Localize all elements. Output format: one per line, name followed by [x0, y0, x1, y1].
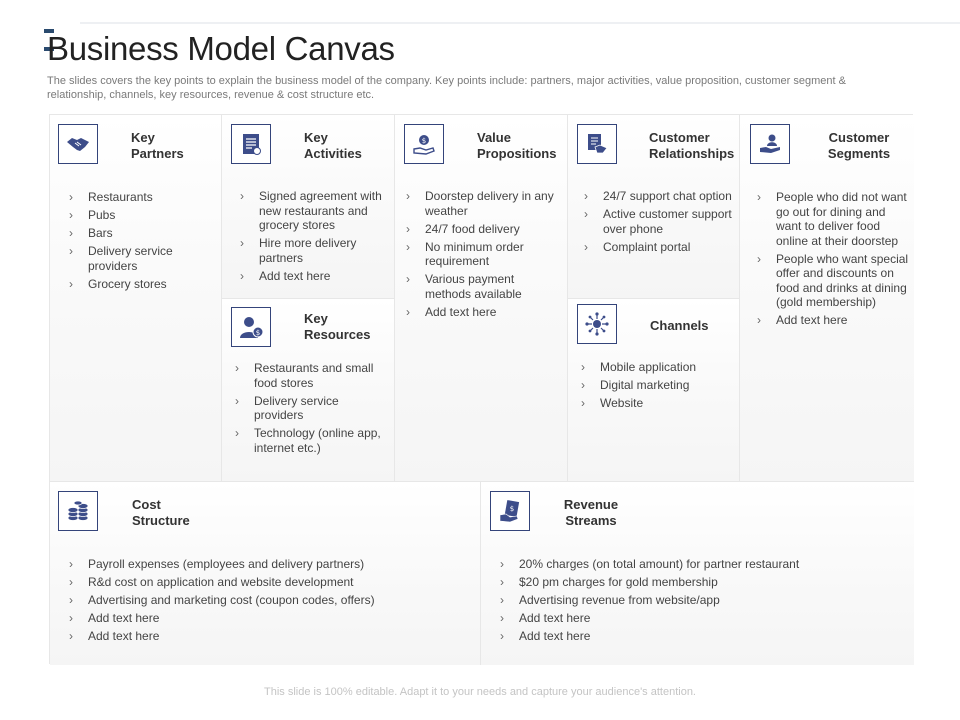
list-item: Add text here [406, 305, 560, 320]
list-item: Delivery service providers [235, 394, 387, 423]
list-item: Add text here [757, 313, 909, 328]
list-item: Delivery service providers [69, 244, 209, 273]
list-item: Restaurants and small food stores [235, 361, 387, 390]
key-partners-cell: Key Partners RestaurantsPubsBarsDelivery… [50, 115, 222, 482]
page-title: Business Model Canvas [47, 30, 395, 67]
list-item: Advertising and marketing cost (coupon c… [69, 593, 469, 608]
list-item: R&d cost on application and website deve… [69, 575, 469, 590]
list-item: Advertising revenue from website/app [500, 593, 900, 608]
footer-note: This slide is 100% editable. Adapt it to… [264, 686, 696, 698]
channels-list: Mobile applicationDigital marketingWebsi… [581, 360, 733, 414]
list-item: Technology (online app, internet etc.) [235, 426, 387, 455]
value-propositions-cell: $ Value Propositions Doorstep delivery i… [395, 115, 568, 482]
list-item: Digital marketing [581, 378, 733, 393]
list-item: Add text here [500, 611, 900, 626]
hand-coin-icon: $ [404, 124, 444, 164]
list-item: Add text here [240, 269, 386, 284]
value-propositions-title: Value Propositions [477, 130, 557, 161]
list-item: Add text here [69, 611, 469, 626]
hand-person-icon [750, 124, 790, 164]
key-resources-title: Key Resources [304, 311, 371, 342]
page-subtitle: The slides covers the key points to expl… [47, 75, 846, 101]
cost-structure-title: Cost Structure [132, 497, 190, 528]
key-partners-title: Key Partners [131, 130, 184, 161]
list-item: Active customer support over phone [584, 207, 734, 236]
network-icon [577, 304, 617, 344]
customer-segments-cell: Customer Segments People who did not wan… [740, 115, 914, 482]
channels-title: Channels [650, 318, 709, 333]
list-item: Various payment methods available [406, 272, 560, 301]
money-hand-icon: $ [490, 491, 530, 531]
list-item: 20% charges (on total amount) for partne… [500, 557, 900, 572]
person-dollar-icon: $ [231, 307, 271, 347]
coins-icon [58, 491, 98, 531]
list-item: Mobile application [581, 360, 733, 375]
list-item: Add text here [69, 629, 469, 644]
list-item: People who want special offer and discou… [757, 252, 909, 310]
key-resources-list: Restaurants and small food storesDeliver… [235, 361, 387, 459]
list-item: 24/7 support chat option [584, 189, 734, 204]
business-model-canvas: Key Partners RestaurantsPubsBarsDelivery… [49, 114, 914, 665]
key-activities-list: Signed agreement with new restaurants an… [240, 189, 386, 287]
list-item: Payroll expenses (employees and delivery… [69, 557, 469, 572]
key-activities-cell: Key Activities Signed agreement with new… [222, 115, 395, 299]
top-accent [44, 20, 70, 51]
list-item: Bars [69, 226, 209, 241]
list-item: Restaurants [69, 190, 209, 205]
list-item: No minimum order requirement [406, 240, 560, 269]
key-partners-list: RestaurantsPubsBarsDelivery service prov… [69, 190, 209, 295]
cost-structure-cell: Cost Structure Payroll expenses (employe… [50, 482, 481, 665]
customer-segments-title: Customer Segments [827, 130, 891, 161]
svg-text:$: $ [510, 505, 514, 513]
customer-relationships-title: Customer Relationships [649, 130, 735, 161]
cost-structure-list: Payroll expenses (employees and delivery… [69, 557, 469, 647]
list-item: Doorstep delivery in any weather [406, 189, 560, 218]
list-item: Website [581, 396, 733, 411]
relationship-icon [577, 124, 617, 164]
list-item: Signed agreement with new restaurants an… [240, 189, 386, 233]
list-item: Add text here [500, 629, 900, 644]
list-item: Pubs [69, 208, 209, 223]
svg-text:$: $ [422, 137, 426, 145]
list-item: $20 pm charges for gold membership [500, 575, 900, 590]
customer-relationships-cell: Customer Relationships 24/7 support chat… [568, 115, 740, 299]
value-propositions-list: Doorstep delivery in any weather 24/7 foo… [406, 189, 560, 323]
top-divider [80, 22, 960, 24]
revenue-streams-cell: $ Revenue Streams 20% charges (on total … [481, 482, 914, 665]
list-item: Complaint portal [584, 240, 734, 255]
list-item: 24/7 food delivery [406, 222, 560, 237]
customer-segments-list: People who did not want go out for dinin… [757, 190, 909, 331]
channels-cell: Channels Mobile applicationDigital marke… [568, 299, 740, 482]
key-activities-title: Key Activities [304, 130, 362, 161]
list-item: People who did not want go out for dinin… [757, 190, 909, 248]
revenue-streams-list: 20% charges (on total amount) for partne… [500, 557, 900, 647]
key-resources-cell: $ Key Resources Restaurants and small fo… [222, 299, 395, 482]
svg-text:$: $ [256, 329, 260, 337]
list-item: Hire more delivery partners [240, 236, 386, 265]
handshake-icon [58, 124, 98, 164]
revenue-streams-title: Revenue Streams [563, 497, 619, 528]
list-item: Grocery stores [69, 277, 209, 292]
document-icon [231, 124, 271, 164]
customer-relationships-list: 24/7 support chat optionActive customer … [584, 189, 734, 258]
